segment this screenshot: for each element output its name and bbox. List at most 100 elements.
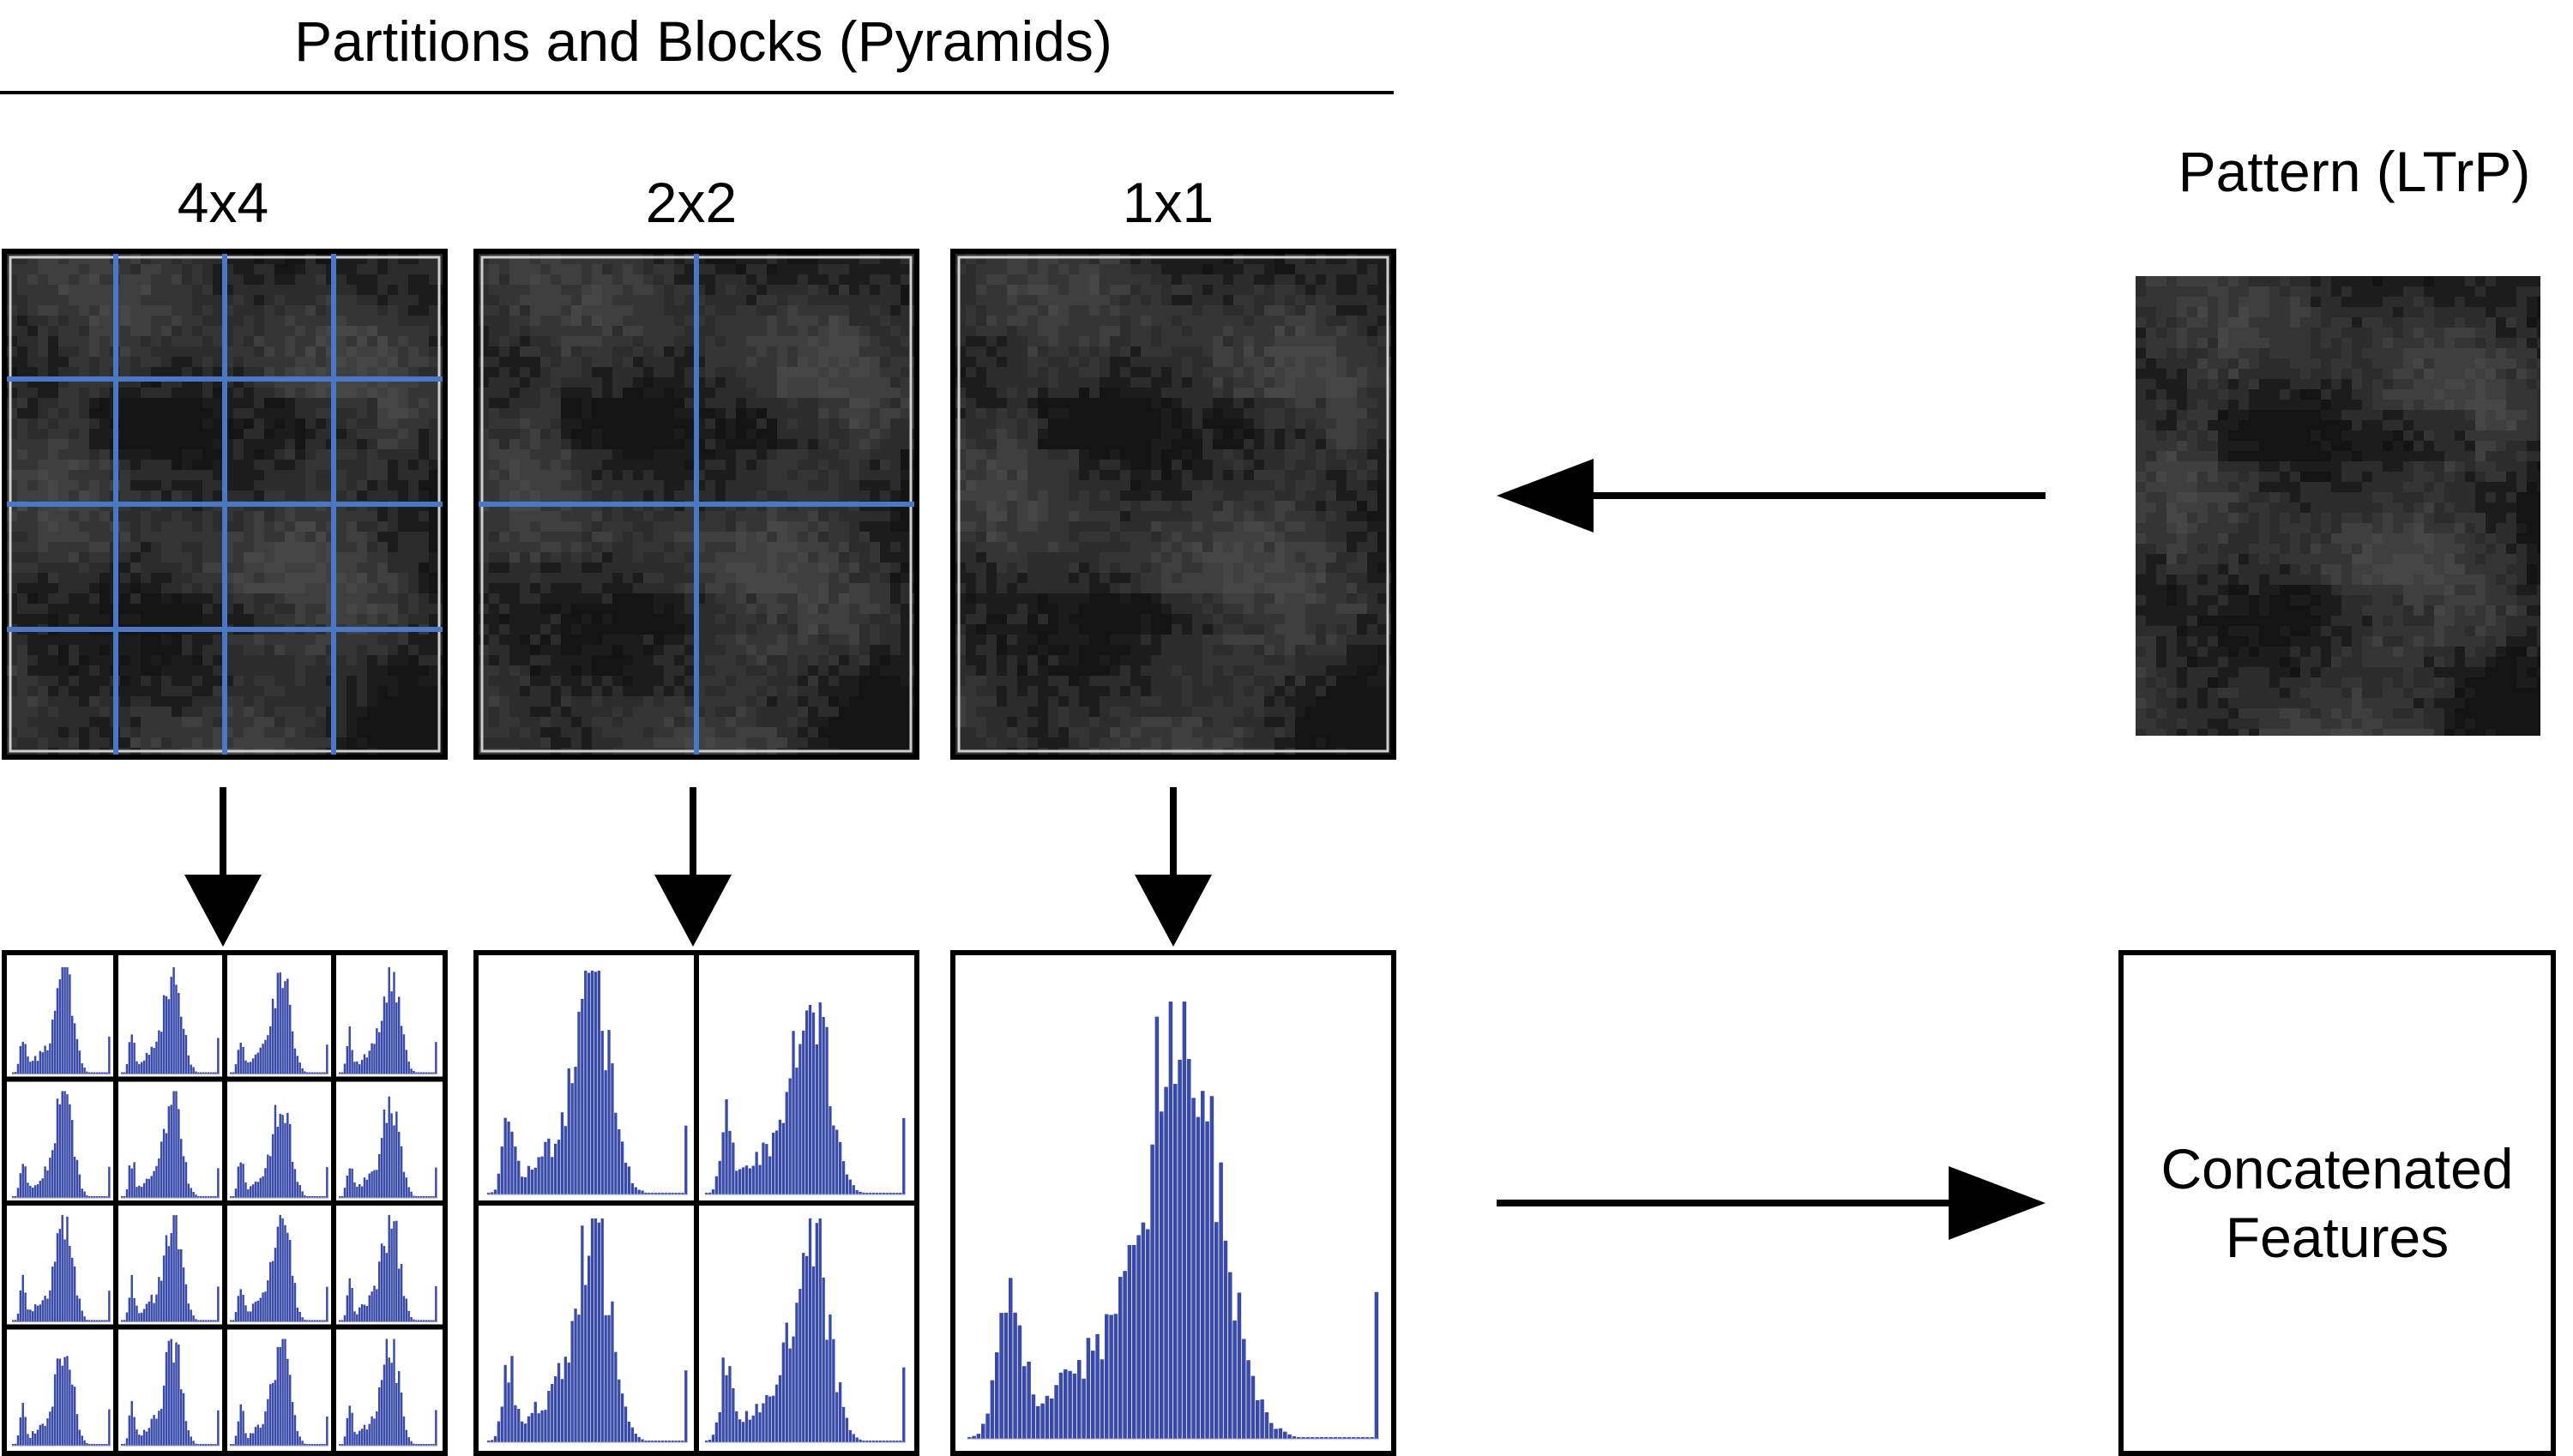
- histogram-bar: [530, 1412, 534, 1442]
- histogram-bar: [251, 1058, 255, 1074]
- histogram-bar: [251, 1184, 255, 1198]
- histogram-bar: [1003, 1312, 1009, 1439]
- histogram-bar: [527, 1416, 531, 1442]
- histogram-bar: [230, 1320, 232, 1322]
- histogram-bar: [108, 1291, 111, 1322]
- histogram-bar: [306, 1320, 309, 1322]
- histogram-bar: [321, 1196, 323, 1198]
- histogram-bar: [304, 1443, 306, 1446]
- histogram-bar: [148, 1054, 151, 1074]
- histogram-bar: [237, 1296, 240, 1322]
- histogram-bar: [413, 1195, 415, 1198]
- histogram-bar: [247, 1311, 250, 1322]
- histogram-bar: [365, 1429, 369, 1446]
- histogram-bar: [852, 1185, 855, 1194]
- histogram-bar: [848, 1429, 853, 1442]
- histogram-bar: [902, 1117, 906, 1194]
- histogram-bar: [878, 1193, 883, 1194]
- histogram-bar: [738, 1419, 742, 1442]
- histogram-cell: [339, 1339, 437, 1447]
- histogram-bar: [304, 1320, 306, 1322]
- histogram-bar: [772, 1395, 775, 1442]
- histogram-bar: [427, 1196, 430, 1198]
- histogram-bar: [73, 1156, 76, 1198]
- histogram-bar: [78, 1050, 81, 1074]
- histogram-bar: [418, 1320, 420, 1322]
- histogram-cell: [339, 1096, 437, 1199]
- histogram-bar: [395, 1002, 398, 1074]
- histogram-bar: [105, 1196, 108, 1198]
- histogram-bar: [21, 1274, 24, 1322]
- histogram-bar: [291, 1031, 294, 1074]
- histogram-bar: [323, 1196, 326, 1198]
- histogram-bar: [865, 1441, 869, 1442]
- histogram-bar: [398, 1268, 401, 1322]
- histogram-bar: [301, 1441, 304, 1446]
- histogram-bar: [588, 1255, 591, 1442]
- histogram-bar: [291, 1275, 294, 1322]
- histogram-bar: [128, 1165, 131, 1198]
- histogram-bar: [316, 1072, 319, 1074]
- histogram-bar: [239, 1404, 242, 1446]
- histogram-bar: [427, 1320, 430, 1322]
- histogram-bar: [744, 1165, 749, 1194]
- histogram-bar: [614, 1112, 618, 1194]
- histogram-bar: [493, 1189, 497, 1194]
- histogram-bar: [684, 1125, 688, 1194]
- face-pixels: [955, 254, 1391, 755]
- histogram-bar: [1315, 1437, 1319, 1439]
- histogram-bar: [66, 967, 69, 1074]
- histogram-bar: [407, 1437, 410, 1446]
- histogram-bar: [395, 1111, 398, 1198]
- histogram-bar: [274, 1248, 277, 1322]
- histogram-bar: [46, 1298, 49, 1322]
- histogram-bar: [318, 1196, 321, 1198]
- histogram-bar: [136, 1305, 138, 1322]
- histogram-bar: [207, 1196, 210, 1198]
- histogram-bar: [359, 1307, 361, 1322]
- histogram-bar: [19, 1417, 22, 1446]
- histogram-bar: [762, 1142, 765, 1194]
- histogram-bar: [825, 1339, 829, 1442]
- histogram-bar: [81, 1435, 83, 1446]
- histogram-bar: [634, 1433, 637, 1442]
- histogram-bar: [21, 1041, 24, 1074]
- histogram-bar: [182, 1028, 185, 1074]
- histogram-bar: [24, 1166, 27, 1198]
- histogram-bar: [274, 1104, 277, 1198]
- histogram-bar: [660, 1441, 665, 1442]
- face-partition-1x1: [950, 249, 1396, 760]
- histogram-bar: [19, 1173, 22, 1198]
- histogram-bar: [340, 1072, 344, 1074]
- histogram-bar: [63, 1239, 66, 1322]
- histogram-bar: [383, 1109, 386, 1198]
- histogram-bar: [187, 1055, 190, 1074]
- histogram-bar: [289, 1240, 292, 1322]
- histogram-cell: [967, 1002, 1379, 1440]
- histogram-bar: [351, 1168, 353, 1198]
- histogram-bar: [14, 1320, 17, 1322]
- histogram-bar: [805, 1255, 809, 1442]
- histogram-bar: [39, 1180, 42, 1198]
- histogram-bar: [637, 1436, 641, 1442]
- histogram-bar: [705, 1441, 708, 1442]
- histogram-bar: [781, 1122, 786, 1194]
- histogram-bar: [301, 1068, 304, 1074]
- histogram-bar: [180, 1248, 183, 1322]
- histogram-bar: [158, 1158, 160, 1198]
- histogram-bar: [343, 1315, 346, 1322]
- histogram-bar: [262, 1176, 264, 1198]
- histogram-bar: [493, 1435, 497, 1442]
- histogram-bar: [244, 1182, 247, 1198]
- histogram-bar: [765, 1394, 768, 1442]
- diagram-title: Partitions and Blocks (Pyramids): [294, 9, 1112, 73]
- histogram-bar: [1036, 1405, 1040, 1439]
- histogram-bar: [39, 1304, 42, 1322]
- histogram-bar: [422, 1320, 425, 1322]
- histogram-bar: [304, 1071, 306, 1074]
- histogram-bar: [200, 1320, 202, 1322]
- histogram-bar: [822, 1277, 825, 1442]
- histogram-cell: [230, 1215, 328, 1322]
- histogram-bar: [33, 1056, 37, 1074]
- histogram-bar: [795, 1068, 798, 1194]
